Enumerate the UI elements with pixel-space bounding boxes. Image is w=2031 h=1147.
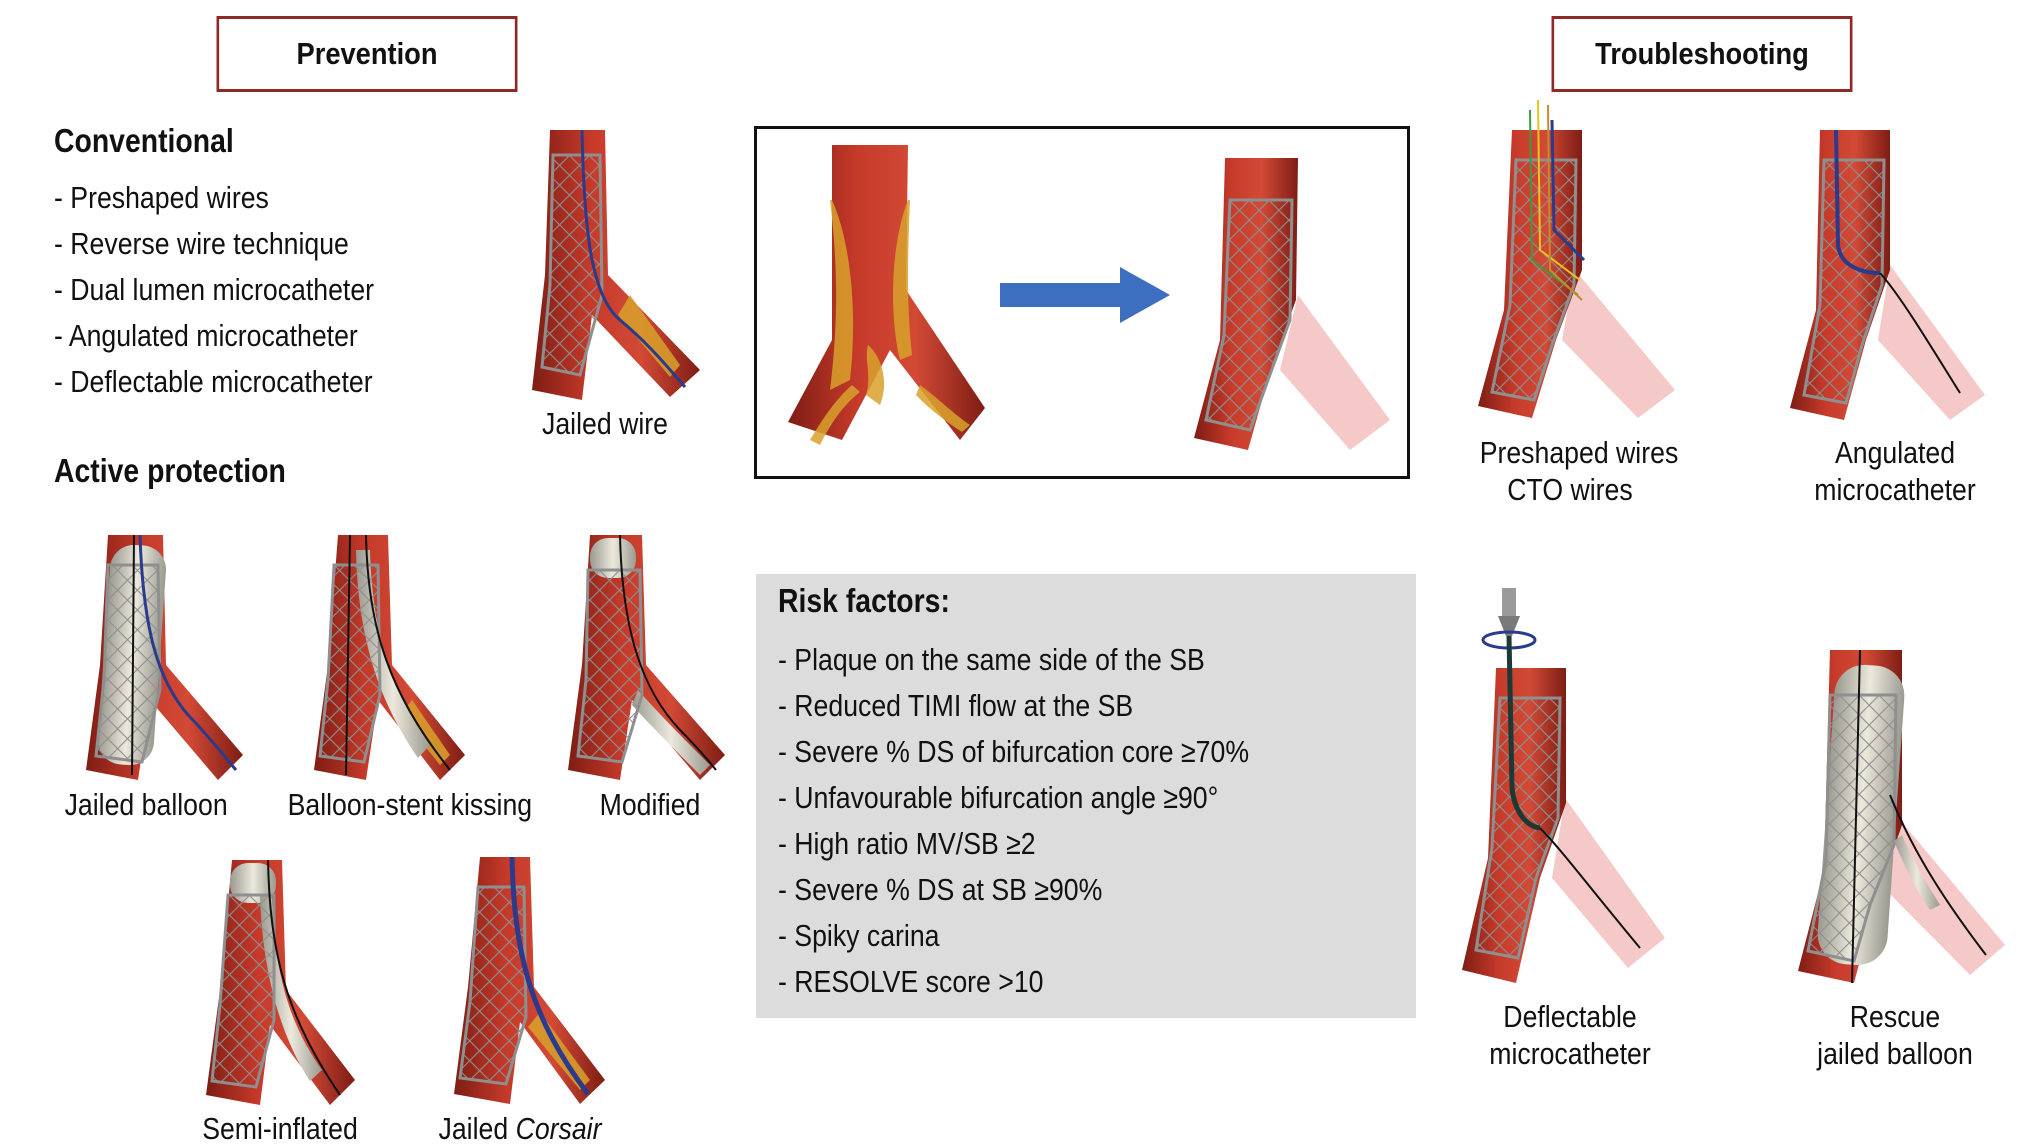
prevention-header: Prevention <box>216 16 518 92</box>
corsair-prefix: Jailed <box>438 1111 516 1146</box>
preshaped-wires-caption: Preshaped wires CTO wires <box>1479 435 1679 507</box>
diseased-bifurcation-illustration <box>788 145 985 445</box>
right-arrow-icon <box>1000 267 1170 323</box>
list-item: - Reverse wire technique <box>54 226 349 261</box>
rescue-jailed-balloon-caption: Rescue jailed balloon <box>1817 999 1973 1071</box>
conventional-list: - Preshaped wires - Reverse wire techniq… <box>54 175 374 405</box>
risk-factors-list: - Plaque on the same side of the SB - Re… <box>778 637 1249 1005</box>
balloon-stent-kissing-illustration <box>314 534 465 780</box>
list-item: - High ratio MV/SB ≥2 <box>778 826 1036 861</box>
list-item: - Plaque on the same side of the SB <box>778 642 1205 677</box>
angulated-microcatheter-caption: Angulated microcatheter <box>1814 435 1976 507</box>
list-item: - Deflectable microcatheter <box>54 364 373 399</box>
list-item: - Severe % DS at SB ≥90% <box>778 872 1103 907</box>
jailed-wire-caption: Jailed wire <box>542 406 668 441</box>
jailed-corsair-illustration <box>454 856 605 1104</box>
preshaped-wires-illustration <box>1478 100 1675 418</box>
rescue-jailed-balloon-illustration <box>1798 649 2005 984</box>
risk-factors-title: Risk factors: <box>778 582 950 619</box>
jailed-corsair-caption: Jailed Corsair <box>434 1110 606 1147</box>
troubleshooting-header-label: Troubleshooting <box>1595 36 1809 71</box>
jailed-balloon-caption: Jailed balloon <box>64 787 228 822</box>
semi-inflated-caption: Semi-inflated <box>202 1111 358 1146</box>
list-item: - Angulated microcatheter <box>54 318 358 353</box>
corsair-italic: Corsair <box>515 1111 602 1146</box>
risk-factors-panel <box>756 574 1416 1018</box>
balloon-stent-kissing-caption: Balloon-stent kissing <box>287 787 533 822</box>
occluded-side-branch-illustration <box>1194 158 1390 450</box>
angulated-microcatheter-illustration <box>1790 129 1985 420</box>
list-item: - Unfavourable bifurcation angle ≥90° <box>778 780 1219 815</box>
deflectable-microcatheter-caption: Deflectable microcatheter <box>1489 999 1651 1071</box>
active-protection-title: Active protection <box>54 452 286 489</box>
jailed-balloon-illustration <box>86 534 243 780</box>
list-item: - Reduced TIMI flow at the SB <box>778 688 1134 723</box>
deflectable-microcatheter-illustration <box>1462 588 1665 983</box>
list-item: - Severe % DS of bifurcation core ≥70% <box>778 734 1250 769</box>
prevention-header-label: Prevention <box>296 36 438 71</box>
semi-inflated-illustration <box>206 859 355 1105</box>
modified-illustration <box>568 534 725 780</box>
bifurcation-comparison-frame <box>754 126 1410 479</box>
conventional-title: Conventional <box>54 122 234 159</box>
list-item: - Preshaped wires <box>54 180 269 215</box>
troubleshooting-header: Troubleshooting <box>1551 16 1853 92</box>
list-item: - Spiky carina <box>778 918 940 953</box>
jailed-wire-illustration <box>532 129 700 400</box>
list-item: - RESOLVE score >10 <box>778 964 1044 999</box>
modified-caption: Modified <box>599 787 701 822</box>
list-item: - Dual lumen microcatheter <box>54 272 375 307</box>
